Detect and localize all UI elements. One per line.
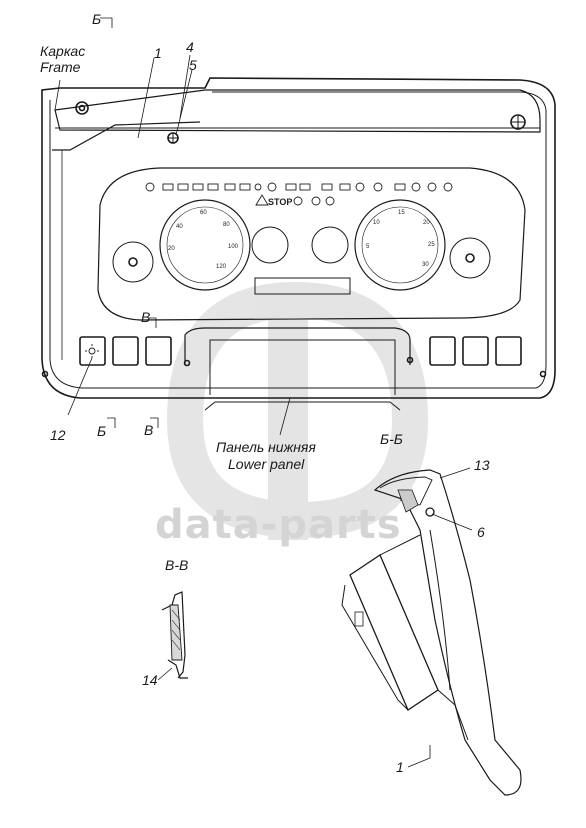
lower-panel-label-en: Lower panel <box>228 456 305 472</box>
instrument-cluster <box>41 77 556 411</box>
svg-text:25: 25 <box>428 242 435 248</box>
section-vv-label: В-В <box>165 557 188 573</box>
section-bb-drawing <box>341 467 522 796</box>
callout-5: 5 <box>189 57 197 73</box>
svg-text:15: 15 <box>398 210 405 216</box>
svg-text:10: 10 <box>373 220 380 226</box>
svg-text:100: 100 <box>228 244 239 250</box>
tachometer-ticks: 5 10 15 20 25 30 <box>366 210 435 268</box>
section-b-bottom-label: Б <box>97 423 106 439</box>
watermark-text: data-parts <box>155 502 402 548</box>
svg-text:40: 40 <box>176 224 183 230</box>
warning-lamp-row <box>145 182 453 206</box>
callout-4: 4 <box>186 39 194 55</box>
callout-13: 13 <box>474 457 490 473</box>
speedometer-ticks: 20 40 60 80 100 120 <box>168 210 239 270</box>
svg-text:20: 20 <box>168 246 175 252</box>
callout-6: 6 <box>477 524 485 540</box>
light-switch-icon <box>85 344 99 358</box>
frame-label-en: Frame <box>40 59 81 75</box>
svg-text:30: 30 <box>422 262 429 268</box>
frame-label-ru: Каркас <box>40 43 85 59</box>
leader-lines-top <box>54 17 291 436</box>
callout-1-bottom: 1 <box>396 759 404 775</box>
svg-text:120: 120 <box>216 264 227 270</box>
svg-text:20: 20 <box>423 220 430 226</box>
section-bb-label: Б-Б <box>380 431 403 447</box>
lower-panel-label-ru: Панель нижняя <box>216 439 316 455</box>
watermark-logo <box>166 281 429 540</box>
section-v-bottom-label: В <box>144 422 153 438</box>
section-vv-drawing <box>157 591 188 681</box>
callout-12: 12 <box>50 427 66 443</box>
stop-warning-label: STOP <box>268 197 292 207</box>
callout-1-top: 1 <box>154 45 162 61</box>
svg-text:60: 60 <box>200 210 207 216</box>
section-v-mid-label: В <box>141 309 150 325</box>
callout-14: 14 <box>142 672 158 688</box>
svg-text:5: 5 <box>366 244 370 250</box>
section-b-top-label: Б <box>92 11 101 27</box>
svg-text:80: 80 <box>223 222 230 228</box>
